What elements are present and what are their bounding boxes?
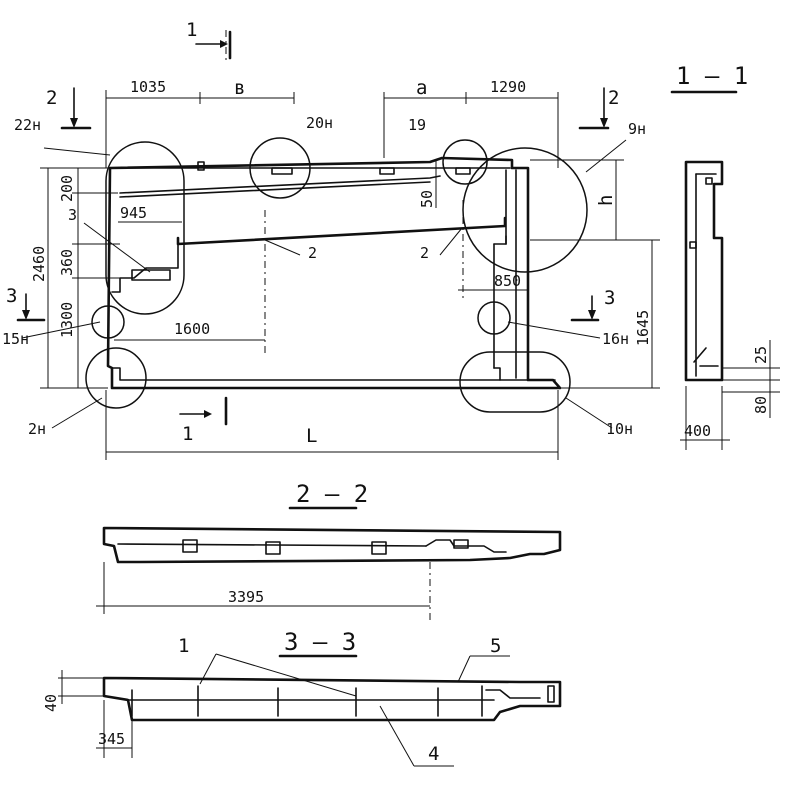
dim-80: 80 [752,396,770,414]
callout-circle-22n [105,141,185,315]
dim-3395: 3395 [228,588,264,606]
dim-945: 945 [120,204,147,222]
dim-850: 850 [494,272,521,290]
callout-circle-20n [249,137,311,199]
lower-left-block [111,243,179,293]
section-title-3-3: 3 — 3 [284,628,356,656]
dim-25: 25 [752,346,770,364]
callout-2b: 2 [420,244,429,262]
top-insert-1 [197,161,205,171]
section-title-1-1: 1 — 1 [676,62,748,90]
cut-mark-right-3: 3 [604,287,615,309]
upper-soffit [119,175,441,194]
section-3-3-outline [102,676,562,722]
callout-20n: 20н [306,114,333,132]
cut-markers [16,30,610,426]
callout-1: 1 [178,635,189,657]
dim-1600: 1600 [174,320,210,338]
cut-mark-left-2: 2 [46,87,57,109]
callout-circle-15n [91,305,125,339]
dim-200: 200 [58,175,76,202]
callout-22n: 22н [14,116,41,134]
callout-3: 3 [68,206,77,224]
callout-5: 5 [490,635,501,657]
right-lower-step [493,367,501,381]
dim-345: 345 [98,730,125,748]
top-insert-2 [271,167,293,175]
section-title-2-2: 2 — 2 [296,480,368,508]
top-insert-3 [379,167,395,175]
callout-16n: 16н [602,330,629,348]
callout-circle-2n [85,347,147,409]
dim-1300: 1300 [58,302,76,338]
dim-400: 400 [684,422,711,440]
dim-a: a [416,77,427,99]
callout-4: 4 [428,743,439,765]
section-2-2 [96,506,562,624]
cut-mark-left-3: 3 [6,285,17,307]
callout-19: 19 [408,116,426,134]
dim-50: 50 [418,190,436,208]
section-2-2-outline [102,526,562,564]
callout-circle-16n [477,301,511,335]
dim-40: 40 [42,694,60,712]
dim-2460: 2460 [30,246,48,282]
detail-circles [85,137,588,413]
right-inner-step [493,235,507,245]
dim-1290: 1290 [490,78,526,96]
dim-b: в [234,77,245,99]
labels: 1 — 1 2 — 2 3 — 3 1 1 2 2 3 3 1035 в a 1… [2,19,770,765]
callout-circle-19 [442,139,488,185]
middle-slab-2 [181,227,471,245]
section-1-1 [670,90,780,450]
dim-1035: 1035 [130,78,166,96]
main-elevation [106,30,562,422]
upper-soffit-2 [119,181,431,198]
flight-outline [106,156,562,390]
cut-mark-top-1: 1 [186,19,197,41]
main-dimensions [21,90,660,460]
dim-1645: 1645 [634,310,652,346]
top-insert-4 [455,167,471,175]
callout-circle-9n [462,147,588,273]
cut-mark-right-2: 2 [608,87,619,109]
middle-slab [176,216,507,246]
lower-left-step [131,269,171,281]
callout-15n: 15н [2,330,29,348]
callout-2n: 2н [28,420,46,438]
callout-circle-10n [459,351,571,413]
dim-h: h [595,195,617,206]
dim-L: L [306,425,317,447]
callout-10n: 10н [606,420,633,438]
callout-9n: 9н [628,120,646,138]
dim-360: 360 [58,249,76,276]
section-3-3 [58,653,562,767]
callout-2a: 2 [308,244,317,262]
section-1-1-outline [684,160,724,382]
left-lower-corner [111,367,556,381]
cut-mark-bottom-1: 1 [182,423,193,445]
